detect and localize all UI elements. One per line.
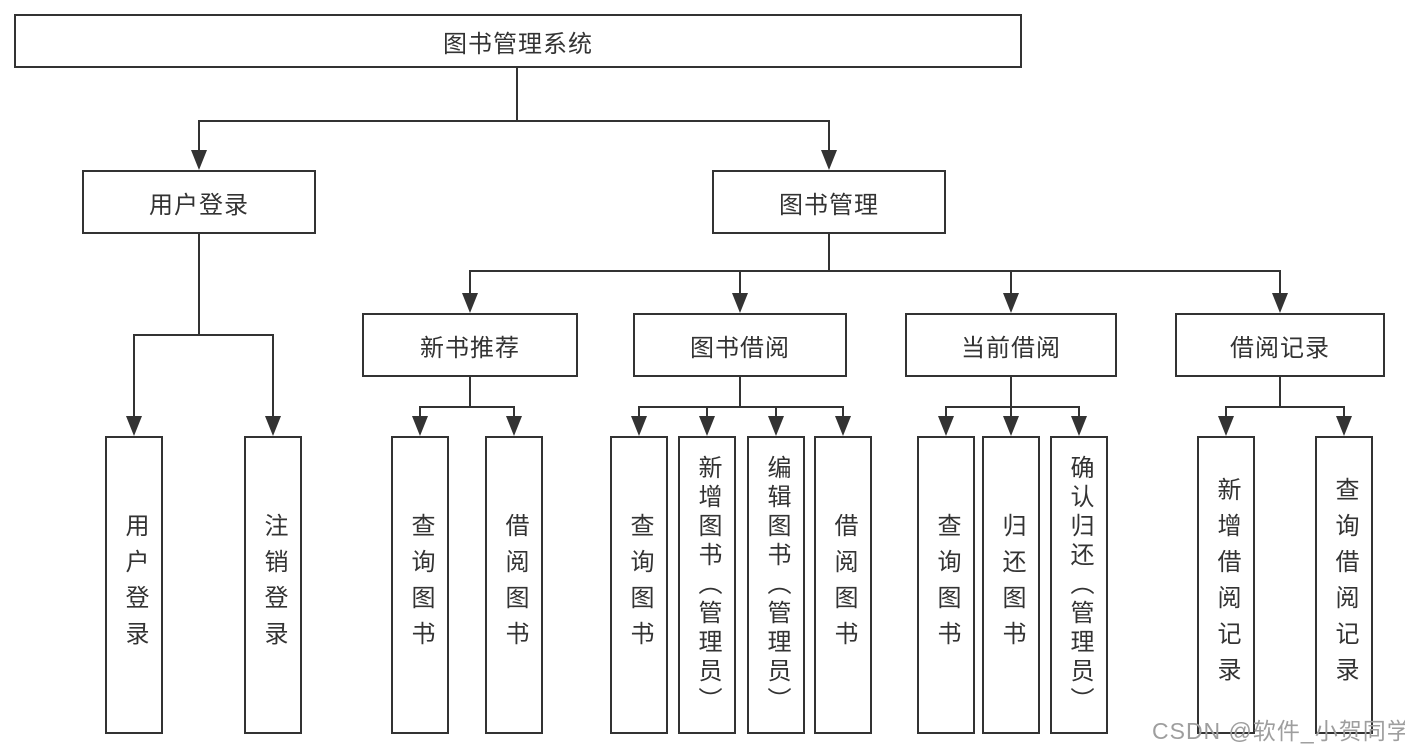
connector-line [469,270,1281,272]
arrow-down-icon [1272,293,1288,313]
node-book-management: 图书管理 [712,170,946,234]
leaf-label: 编辑图书（管理员） [763,454,790,716]
connector-line [638,408,640,416]
node-label: 用户登录 [149,191,249,219]
arrow-down-icon [631,416,647,436]
leaf-borrow-books: 借阅图书 [814,436,872,734]
connector-line [638,406,844,408]
connector-line [945,406,1080,408]
connector-line [739,272,741,293]
leaf-label: 归还图书 [998,513,1025,657]
leaf-query-books-borrowing: 查询图书 [610,436,668,734]
connector-line [775,408,777,416]
arrow-down-icon [1071,416,1087,436]
connector-line [828,234,830,272]
leaf-label: 新增图书（管理员） [694,454,721,716]
leaf-return-books: 归还图书 [982,436,1040,734]
leaf-label: 查询图书 [407,513,434,657]
connector-line [1078,408,1080,416]
arrow-down-icon [821,150,837,170]
arrow-down-icon [506,416,522,436]
leaf-logout: 注销登录 [244,436,302,734]
connector-line [739,377,741,408]
node-label: 当前借阅 [961,334,1061,362]
connector-line [469,377,471,408]
connector-line [469,272,471,293]
leaf-label: 用户登录 [121,513,148,657]
leaf-borrow-books-recommend: 借阅图书 [485,436,543,734]
csdn-watermark: CSDN @软件_小贺同学 [1152,718,1405,744]
connector-line [1010,408,1012,416]
leaf-add-books-admin: 新增图书（管理员） [678,436,736,734]
connector-line [945,408,947,416]
leaf-edit-books-admin: 编辑图书（管理员） [747,436,805,734]
node-borrowing-records: 借阅记录 [1175,313,1385,377]
leaf-confirm-return-admin: 确认归还（管理员） [1050,436,1108,734]
leaf-label: 查询图书 [933,513,960,657]
connector-line [272,335,274,416]
arrow-down-icon [768,416,784,436]
arrow-down-icon [265,416,281,436]
connector-line [1010,377,1012,408]
leaf-label: 新增借阅记录 [1213,477,1240,693]
leaf-label: 查询图书 [626,513,653,657]
arrow-down-icon [1336,416,1352,436]
connector-line [516,68,518,122]
arrow-down-icon [412,416,428,436]
connector-line [133,335,135,416]
leaf-label: 借阅图书 [501,513,528,657]
arrow-down-icon [191,150,207,170]
connector-line [513,408,515,416]
connector-line [1279,377,1281,408]
arrow-down-icon [1003,416,1019,436]
leaf-query-borrow-record: 查询借阅记录 [1315,436,1373,734]
connector-line [198,234,200,335]
leaf-query-books-recommend: 查询图书 [391,436,449,734]
connector-line [419,408,421,416]
node-label: 借阅记录 [1230,334,1330,362]
node-new-book-recommend: 新书推荐 [362,313,578,377]
connector-line [842,408,844,416]
node-label: 图书管理 [779,191,879,219]
leaf-label: 查询借阅记录 [1331,477,1358,693]
connector-line [1225,406,1345,408]
connector-line [1279,272,1281,293]
arrow-down-icon [699,416,715,436]
connector-line [828,122,830,152]
leaf-user-login: 用户登录 [105,436,163,734]
leaf-label: 借阅图书 [830,513,857,657]
leaf-label: 注销登录 [260,513,287,657]
arrow-down-icon [1003,293,1019,313]
leaf-add-borrow-record: 新增借阅记录 [1197,436,1255,734]
connector-line [198,122,200,152]
node-label: 图书借阅 [690,334,790,362]
arrow-down-icon [732,293,748,313]
connector-line [1010,272,1012,293]
leaf-query-books-current: 查询图书 [917,436,975,734]
node-current-borrowing: 当前借阅 [905,313,1117,377]
node-label: 图书管理系统 [443,30,593,58]
arrow-down-icon [938,416,954,436]
node-book-borrowing: 图书借阅 [633,313,847,377]
node-label: 新书推荐 [420,334,520,362]
connector-line [1343,408,1345,416]
leaf-label: 确认归还（管理员） [1066,454,1093,716]
connector-line [133,334,274,336]
connector-line [706,408,708,416]
arrow-down-icon [126,416,142,436]
connector-line [1225,408,1227,416]
arrow-down-icon [462,293,478,313]
connector-line [419,406,515,408]
connector-line [198,120,830,122]
node-user-login: 用户登录 [82,170,316,234]
arrow-down-icon [835,416,851,436]
arrow-down-icon [1218,416,1234,436]
node-library-management-system: 图书管理系统 [14,14,1022,68]
